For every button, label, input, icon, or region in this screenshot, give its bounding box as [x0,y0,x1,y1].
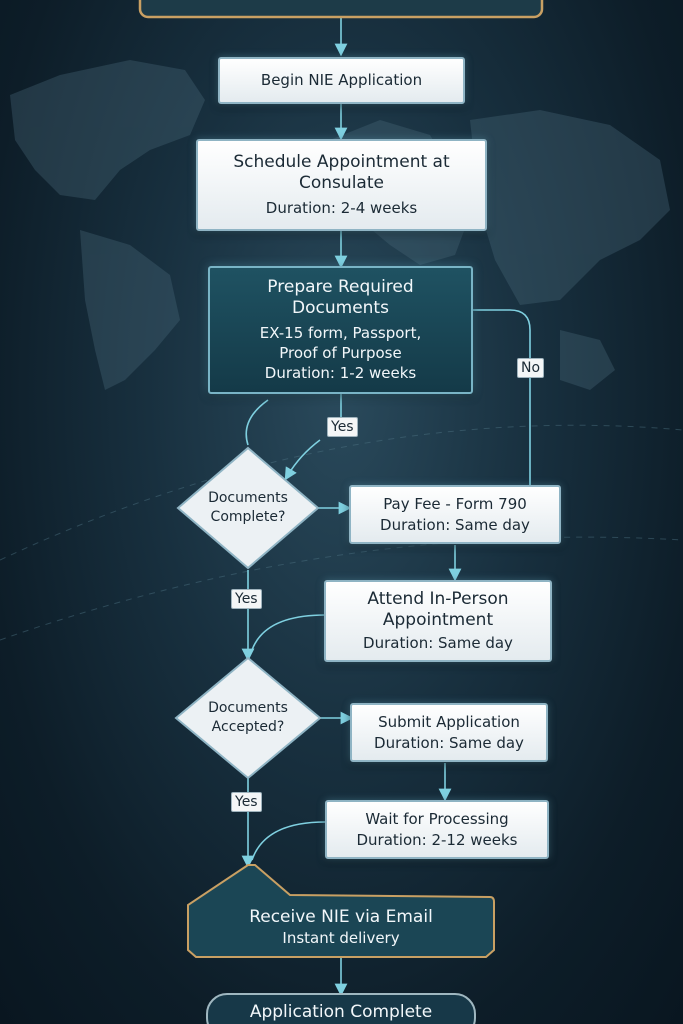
receive-title: Receive NIE via Email [249,906,433,927]
schedule-duration: Duration: 2-4 weeks [265,199,418,217]
prepare-node: Prepare Required Documents EX-15 form, P… [208,266,473,394]
begin-label: Begin NIE Application [260,71,423,89]
decision-complete: Documents Complete? [193,478,303,538]
no-tag-right: No [517,358,545,378]
attend-duration: Duration: Same day [363,634,513,652]
complete-node: Application Complete [207,1000,475,1024]
yes-tag-top: Yes [327,417,358,437]
submit-duration: Duration: Same day [374,734,524,752]
wait-duration: Duration: 2-12 weeks [356,831,518,849]
wait-title: Wait for Processing [365,810,509,828]
wait-node: Wait for Processing Duration: 2-12 weeks [325,800,549,859]
yes-tag-mid: Yes [231,589,262,609]
receive-detail: Instant delivery [282,928,400,947]
attend-node: Attend In-Person Appointment Duration: S… [324,580,552,662]
decision-accepted-label: Documents Accepted? [208,700,288,735]
attend-title: Attend In-Person Appointment [367,589,509,630]
pay-fee-title: Pay Fee - Form 790 [383,495,527,513]
submit-node: Submit Application Duration: Same day [350,703,548,762]
prepare-detail: EX-15 form, Passport, Proof of Purpose [259,324,422,362]
yes-tag-bottom: Yes [231,792,262,812]
schedule-node: Schedule Appointment at Consulate Durati… [196,139,487,231]
decision-complete-label: Documents Complete? [208,490,288,525]
decision-accepted: Documents Accepted? [193,688,303,748]
begin-node: Begin NIE Application [218,57,465,104]
complete-label: Application Complete [249,1001,433,1022]
prepare-title: Prepare Required Documents [267,277,414,318]
schedule-title: Schedule Appointment at Consulate [233,152,450,193]
submit-title: Submit Application [378,713,520,731]
pay-fee-node: Pay Fee - Form 790 Duration: Same day [349,485,561,544]
pay-fee-duration: Duration: Same day [380,516,530,534]
prepare-duration: Duration: 1-2 weeks [264,364,417,382]
receive-node: Receive NIE via Email Instant delivery [188,897,494,957]
